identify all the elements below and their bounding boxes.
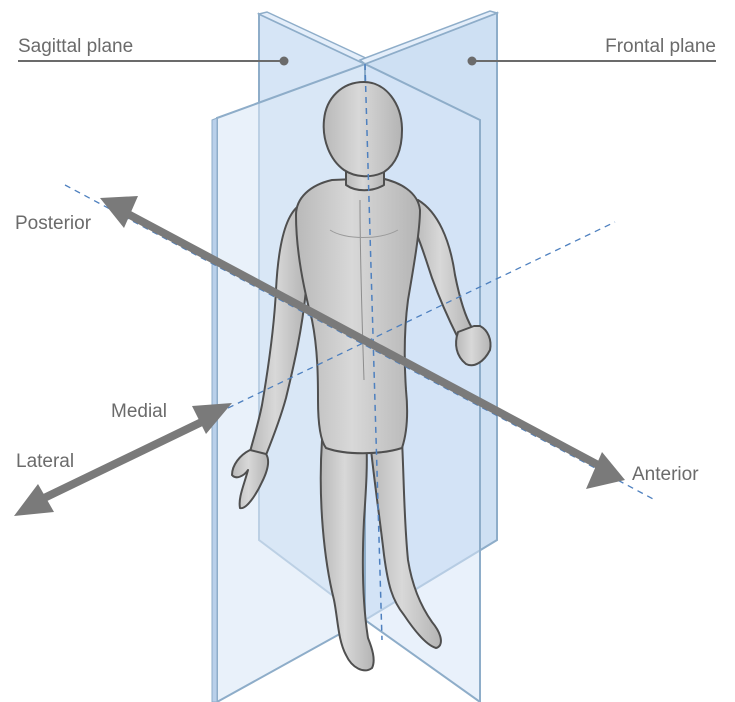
frontal-plane-label: Frontal plane: [605, 36, 716, 57]
figure-head: [324, 82, 402, 176]
frontal-plane-callout: [468, 57, 717, 66]
anterior-label: Anterior: [632, 464, 699, 485]
posterior-label: Posterior: [15, 213, 92, 234]
sagittal-plane-callout-dot: [280, 57, 289, 66]
sagittal-plane-callout: [18, 57, 289, 66]
medial-label: Medial: [111, 401, 167, 422]
lateral-label: Lateral: [16, 451, 74, 472]
frontal-plane-callout-dot: [468, 57, 477, 66]
sagittal-plane-label: Sagittal plane: [18, 36, 133, 57]
